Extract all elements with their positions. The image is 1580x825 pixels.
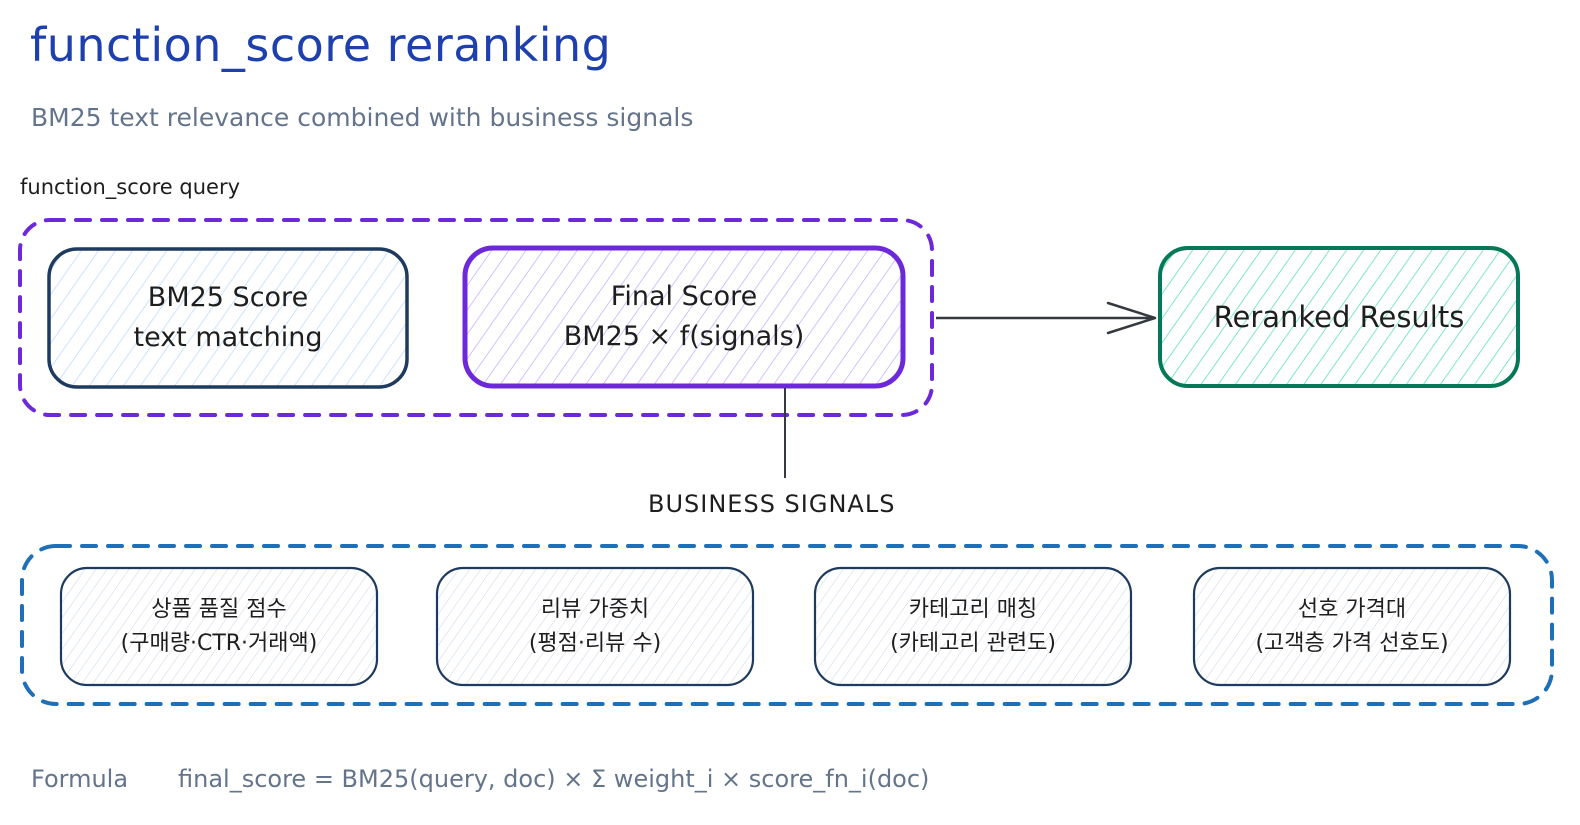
signal-review-detail: (평점·리뷰 수) [528,630,662,656]
query-group-label: function_score query [20,175,241,199]
final-score-subtitle: BM25 × f(signals) [563,321,805,352]
signal-category-title: 카테고리 매칭 [908,596,1038,622]
signal-review-label: 리뷰 가중치 (평점·리뷰 수) [437,568,753,685]
signal-review-title: 리뷰 가중치 [540,596,650,622]
signal-price-label: 선호 가격대 (고객층 가격 선호도) [1194,568,1510,685]
signal-category-label: 카테고리 매칭 (카테고리 관련도) [815,568,1131,685]
formula-label: Formula [31,765,129,793]
reranked-results-title: Reranked Results [1213,300,1465,334]
signals-group-border [20,544,1554,706]
signal-node-review[interactable] [435,566,755,687]
signals-group-label: BUSINESS SIGNALS [648,490,896,518]
reranked-results-node[interactable] [1158,246,1520,388]
signal-node-category[interactable] [813,566,1133,687]
final-score-title: Final Score [610,281,758,312]
query-group-border [18,218,934,417]
bm25-score-title: BM25 Score [147,282,309,313]
signal-quality-title: 상품 품질 점수 [151,596,287,622]
signal-category-detail: (카테고리 관련도) [890,630,1056,656]
signal-price-detail: (고객층 가격 선호도) [1255,630,1449,656]
bm25-score-subtitle: text matching [133,322,323,353]
signal-quality-label: 상품 품질 점수 (구매량·CTR·거래액) [61,568,377,685]
bm25-score-node[interactable] [47,247,409,389]
diagram-title: function_score reranking [30,18,612,72]
formula-text: final_score = BM25(query, doc) × Σ weigh… [178,765,930,793]
reranked-results-label: Reranked Results [1160,248,1518,386]
signal-price-title: 선호 가격대 [1297,596,1407,622]
signal-node-quality[interactable] [59,566,379,687]
arrow-to-results-head [1106,301,1157,335]
signal-quality-detail: (구매량·CTR·거래액) [120,630,318,656]
bm25-score-label: BM25 Score text matching [49,249,407,387]
diagram-subtitle: BM25 text relevance combined with busine… [31,103,694,132]
final-score-label: Final Score BM25 × f(signals) [465,248,903,386]
final-score-node[interactable] [462,245,906,389]
signal-node-price[interactable] [1192,566,1512,687]
